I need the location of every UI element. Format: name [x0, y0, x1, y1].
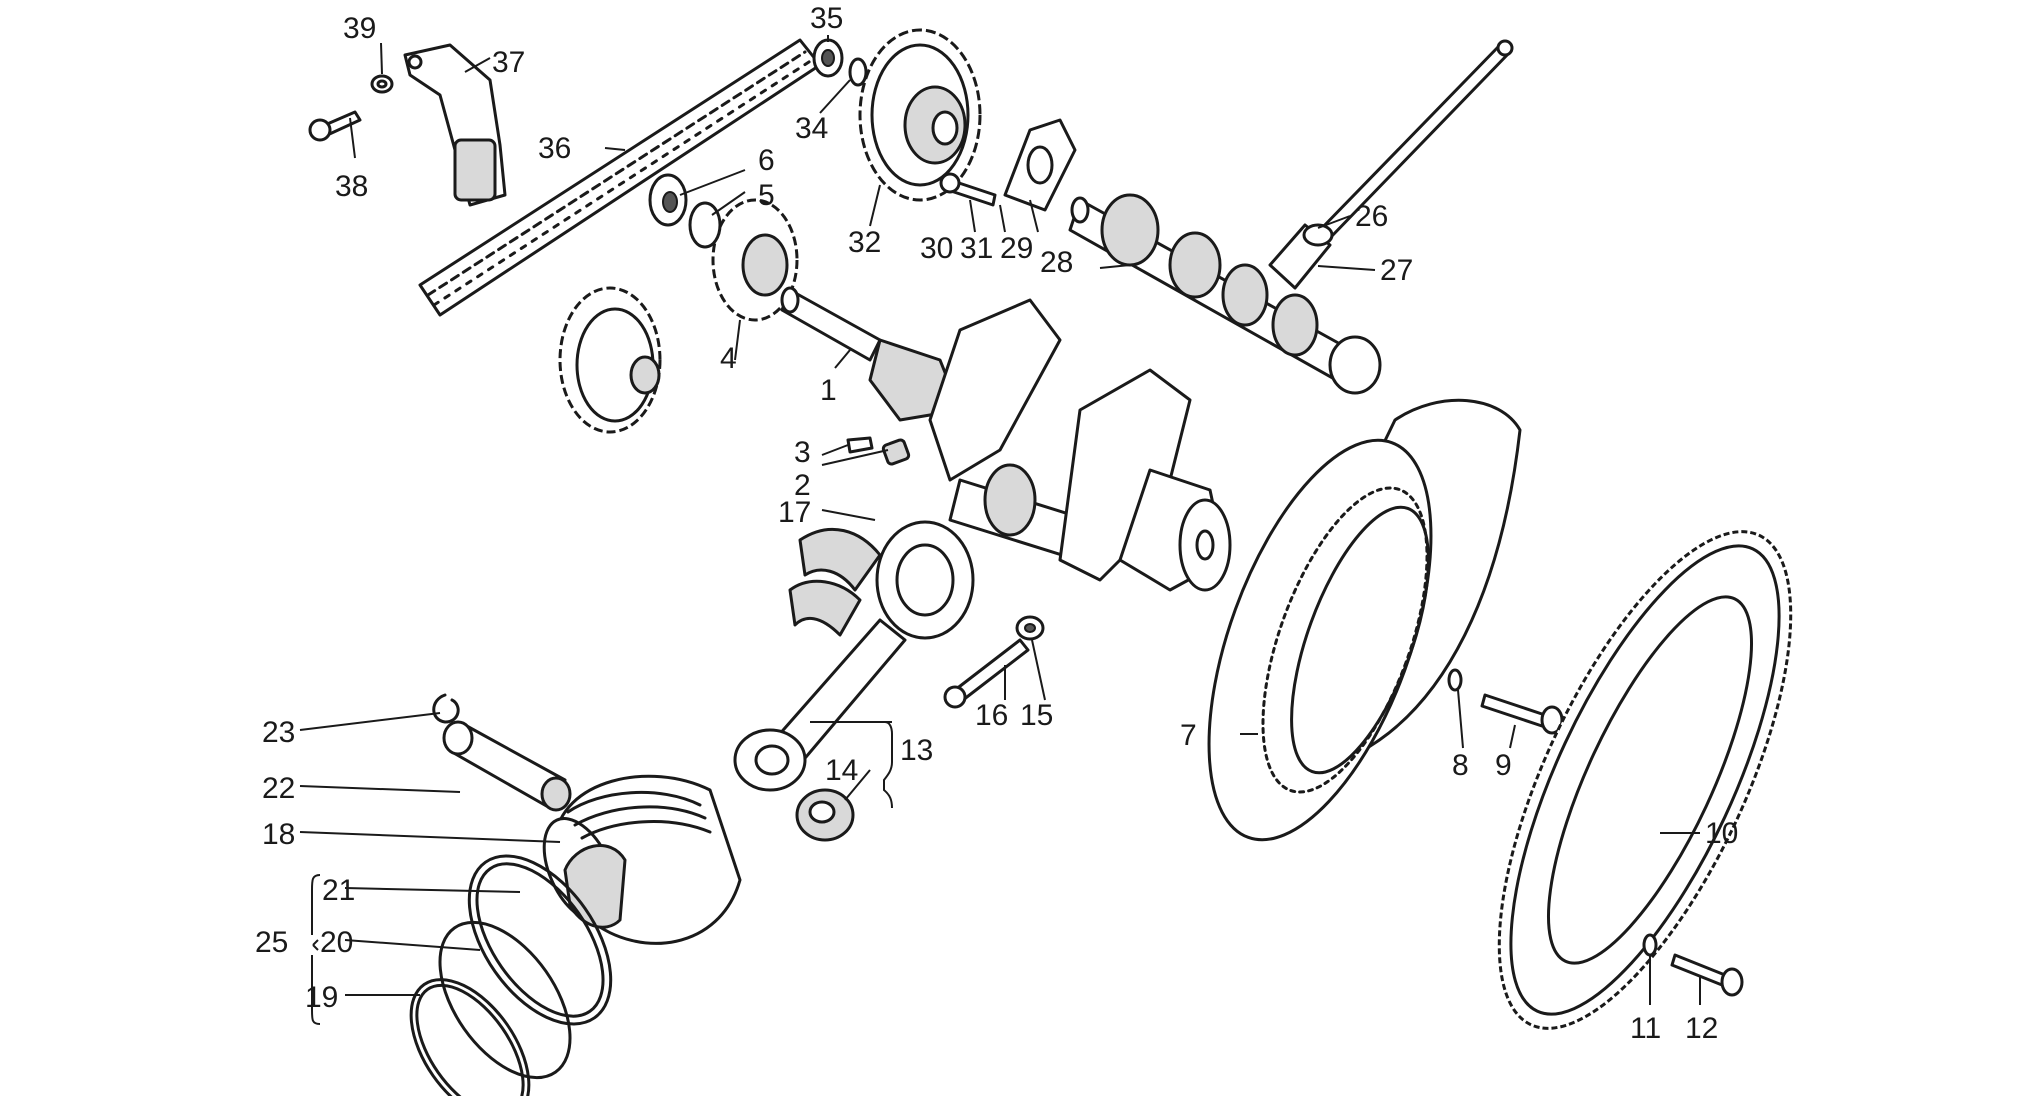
- label-36: 36: [538, 132, 571, 165]
- bolt-16: [943, 638, 1030, 709]
- label-7: 7: [1180, 719, 1197, 752]
- label-4: 4: [720, 342, 737, 375]
- key-2: [881, 438, 911, 466]
- washer-8: [1447, 668, 1463, 692]
- label-3: 3: [794, 436, 811, 469]
- washer-38: [370, 74, 394, 94]
- label-16: 16: [975, 699, 1008, 732]
- label-9: 9: [1495, 749, 1512, 782]
- tappet: [1268, 223, 1334, 290]
- lower-chain-sprocket: [558, 286, 662, 434]
- label-27: 27: [1380, 254, 1413, 287]
- label-21: 21: [322, 874, 355, 907]
- camshaft-sprocket: [858, 28, 982, 202]
- nut-15: [1015, 615, 1045, 641]
- washer-11: [1642, 933, 1658, 957]
- piston-ring-19: [409, 978, 531, 1096]
- bolt-12: [1670, 953, 1744, 997]
- label-38: 39: [343, 12, 376, 45]
- circlip: [432, 693, 460, 724]
- label-20: 20: [320, 926, 353, 959]
- bolt-9: [1480, 693, 1564, 735]
- key-3: [846, 436, 874, 454]
- label-18: 18: [262, 818, 295, 851]
- label-10: 10: [1705, 817, 1738, 850]
- label-5: 5: [758, 179, 775, 212]
- camshaft: [1068, 193, 1382, 395]
- label-12: 12: [1685, 1012, 1718, 1045]
- piston: [542, 774, 742, 945]
- label-37: 37: [492, 46, 525, 79]
- bolt-30: [939, 172, 997, 207]
- label-13: 13: [900, 734, 933, 767]
- piston-ring-20: [438, 920, 572, 1080]
- label-28: 28: [1040, 246, 1073, 279]
- label-29: 29: [1000, 232, 1033, 265]
- label-32: 32: [848, 226, 881, 259]
- label-2: 2: [794, 469, 811, 502]
- label-26: 26: [1355, 200, 1388, 233]
- label-14: 14: [825, 754, 858, 787]
- chain-tensioner-bracket: [403, 43, 507, 207]
- label-30: 30: [920, 232, 953, 265]
- thrust-plate-29: [1003, 118, 1077, 212]
- flywheel: [1207, 398, 1522, 842]
- label-39: 38: [335, 170, 368, 203]
- label-1: 1: [820, 374, 837, 407]
- nut-35: [812, 38, 844, 78]
- bearing-shells: [788, 527, 882, 637]
- label-6: 6: [758, 144, 775, 177]
- label-17: 17: [778, 496, 811, 529]
- label-15: 15: [1020, 699, 1053, 732]
- label-34: 34: [795, 112, 828, 145]
- piston-pin: [442, 720, 572, 812]
- callout-labels: 39 37 38 36 6 5 35 34 32 30 31 29 28 26 …: [255, 2, 1738, 1045]
- small-end-bush: [795, 788, 855, 842]
- label-25: 25: [255, 926, 288, 959]
- ring-gear: [1497, 530, 1793, 1030]
- label-11: 11: [1630, 1012, 1661, 1045]
- label-22: 22: [262, 772, 295, 805]
- label-8: 8: [1452, 749, 1469, 782]
- washer-34: [848, 57, 868, 87]
- label-19: 19: [305, 981, 338, 1014]
- connecting-rod: [733, 520, 975, 792]
- label-35: 35: [810, 2, 843, 35]
- crankshaft: [780, 286, 1232, 592]
- leader-lines: [299, 35, 1701, 1025]
- piston-ring-21: [467, 854, 613, 1026]
- crankshaft-sprocket: [711, 198, 799, 322]
- push-rod: [1318, 39, 1514, 240]
- label-31: 31: [960, 232, 993, 265]
- washer-5: [688, 201, 722, 249]
- label-23: 23: [262, 716, 295, 749]
- nut-6: [648, 173, 688, 227]
